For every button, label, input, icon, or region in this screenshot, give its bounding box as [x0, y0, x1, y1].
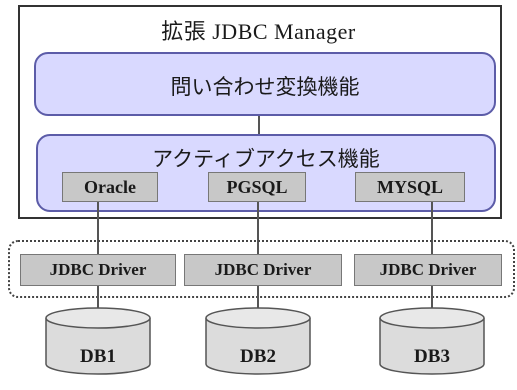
- driver-layer-frame: [8, 240, 515, 298]
- connector-oracle-driver: [97, 202, 99, 254]
- jdbc-driver-2: JDBC Driver: [184, 254, 342, 286]
- db1-label: DB1: [80, 346, 116, 367]
- query-conversion-box: [34, 52, 496, 116]
- connector-pgsql-driver: [257, 202, 259, 254]
- mysql-adapter: MYSQL: [355, 172, 465, 202]
- db2-cylinder: [205, 307, 311, 375]
- active-access-label: アクティブアクセス機能: [152, 147, 380, 171]
- pgsql-adapter: PGSQL: [208, 172, 306, 202]
- connector-query-active: [258, 116, 260, 134]
- connector-mysql-driver: [431, 202, 433, 254]
- jdbc-driver-3: JDBC Driver: [354, 254, 502, 286]
- connector-driver3-db3: [431, 286, 433, 310]
- jdbc-driver-1: JDBC Driver: [20, 254, 176, 286]
- db1-cylinder: [45, 307, 151, 375]
- connector-driver2-db2: [257, 286, 259, 310]
- oracle-adapter: Oracle: [62, 172, 158, 202]
- connector-driver1-db1: [97, 286, 99, 310]
- db3-cylinder: [379, 307, 485, 375]
- manager-title: 拡張 JDBC Manager: [161, 19, 356, 44]
- query-conversion-label: 問い合わせ変換機能: [170, 75, 360, 99]
- db2-label: DB2: [240, 346, 276, 367]
- db3-label: DB3: [414, 346, 450, 367]
